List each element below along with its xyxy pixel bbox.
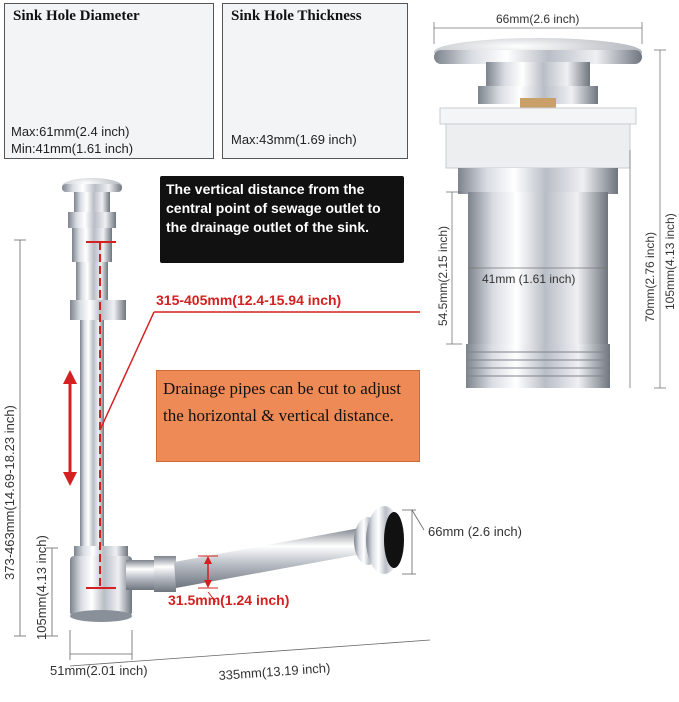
drain-body-width-label: 41mm (1.61 inch)	[482, 272, 576, 286]
trap-dimension-lines	[14, 239, 431, 667]
trap-bottom-height-label: 105mm(4.13 inch)	[34, 535, 49, 640]
sewage-distance-label: 315-405mm(12.4-15.94 inch)	[156, 292, 342, 308]
drain-body-height-label: 54.5mm(2.15 inch)	[436, 225, 450, 326]
vertical-distance-callout: The vertical distance from the central p…	[160, 176, 404, 263]
diameter-max: Max:61mm(2.4 inch)	[11, 124, 130, 139]
panel-title-thickness: Sink Hole Thickness	[231, 8, 362, 24]
bottle-width-label: 51mm(2.01 inch)	[50, 663, 148, 678]
cut-pipe-callout: Drainage pipes can be cut to adjust the …	[156, 370, 420, 462]
wall-flange-label: 66mm (2.6 inch)	[428, 524, 522, 539]
diameter-min: Min:41mm(1.61 inch)	[11, 141, 134, 156]
drain-total-height-label: 105mm(4.13 inch)	[663, 213, 677, 310]
pipe-diameter-label: 31.5mm(1.24 inch)	[168, 592, 290, 608]
trap-total-height-label: 373-463mm(14.69-18.23 inch)	[2, 405, 17, 580]
panel-title-diameter: Sink Hole Diameter	[13, 8, 140, 24]
drain-dimension-lines	[433, 22, 666, 389]
drain-top-width-label: 66mm(2.6 inch)	[496, 12, 580, 26]
sink-hole-diameter-panel: Sink Hole Diameter Max:61mm(2.4 inch) Mi…	[4, 3, 214, 159]
thickness-max: Max:43mm(1.69 inch)	[231, 132, 357, 147]
sink-hole-thickness-panel: Sink Hole Thickness Max:43mm(1.69 inch)	[222, 3, 408, 159]
popup-drain	[434, 38, 642, 388]
drain-thread-height-label: 70mm(2.76 inch)	[643, 231, 657, 322]
